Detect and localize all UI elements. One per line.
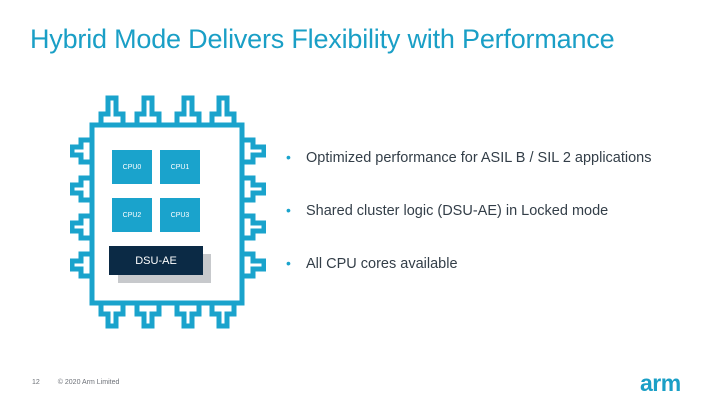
- bullet-dot-icon: •: [286, 149, 291, 165]
- cpu1-core: CPU1: [160, 150, 200, 184]
- chip-diagram: CPU0 CPU1 CPU2 CPU3 DSU-AE: [70, 90, 266, 330]
- bullet-text: All CPU cores available: [306, 256, 458, 272]
- copyright: © 2020 Arm Limited: [57, 379, 120, 386]
- arm-logo: arm: [640, 370, 681, 396]
- slide-title: Hybrid Mode Delivers Flexibility with Pe…: [30, 24, 615, 54]
- bullet-text: Optimized performance for ASIL B / SIL 2…: [306, 150, 652, 166]
- chip-outline-icon: [70, 95, 266, 329]
- cpu0-core: CPU0: [112, 150, 152, 184]
- footer: 12 © 2020 Arm Limited: [32, 379, 119, 386]
- cpu2-core: CPU2: [112, 198, 152, 232]
- bullet-item: • Shared cluster logic (DSU-AE) in Locke…: [286, 202, 652, 256]
- page-number: 12: [32, 379, 40, 386]
- bullet-list: • Optimized performance for ASIL B / SIL…: [286, 149, 652, 309]
- dsu-ae-block: DSU-AE: [109, 246, 203, 275]
- bullet-item: • All CPU cores available: [286, 255, 652, 309]
- cpu3-core: CPU3: [160, 198, 200, 232]
- bullet-dot-icon: •: [286, 255, 291, 271]
- bullet-item: • Optimized performance for ASIL B / SIL…: [286, 149, 652, 203]
- bullet-dot-icon: •: [286, 202, 291, 218]
- bullet-text: Shared cluster logic (DSU-AE) in Locked …: [306, 203, 609, 219]
